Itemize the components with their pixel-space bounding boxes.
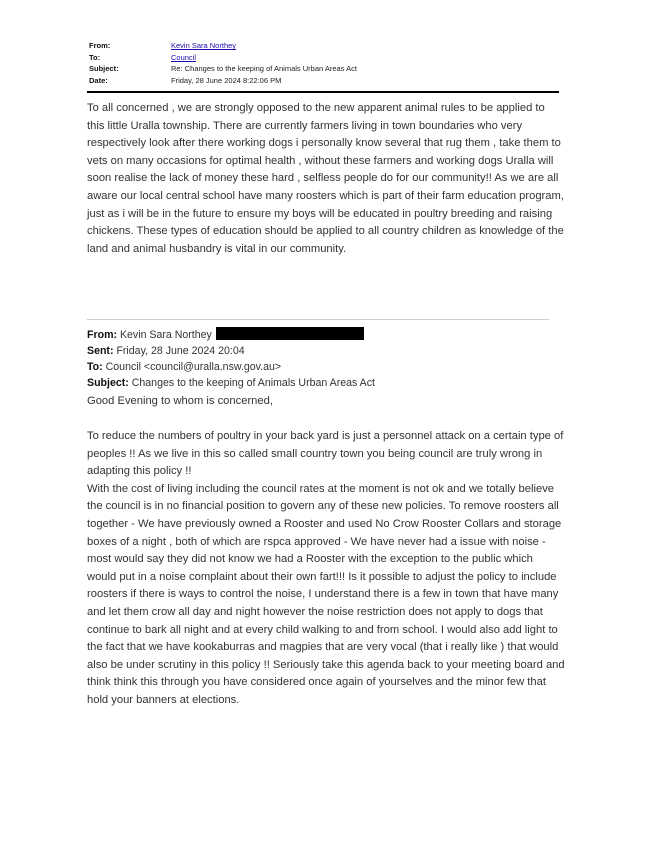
header-date-row: Date: Friday, 28 June 2024 8:22:06 PM	[89, 75, 559, 87]
original-subject-label: Subject:	[87, 377, 129, 389]
reply-body: To all concerned , we are strongly oppos…	[87, 102, 564, 255]
original-from-value: Kevin Sara Northey	[119, 329, 212, 341]
original-sent-row: Sent: Friday, 28 June 2024 20:04	[87, 343, 565, 359]
original-sent-value: Friday, 28 June 2024 20:04	[116, 345, 245, 357]
original-greeting: Good Evening to whom is concerned,	[87, 395, 273, 407]
quoted-message-divider	[87, 319, 549, 320]
header-subject-value: Re: Changes to the keeping of Animals Ur…	[171, 64, 357, 74]
original-message-header: From: Kevin Sara Northey Sent: Friday, 2…	[87, 327, 565, 391]
header-from-link[interactable]: Kevin Sara Northey	[171, 41, 237, 51]
original-subject-value: Changes to the keeping of Animals Urban …	[131, 377, 375, 389]
original-body: To reduce the numbers of poultry in your…	[87, 428, 565, 710]
original-from-row: From: Kevin Sara Northey	[87, 327, 565, 343]
header-date-label: Date:	[89, 75, 108, 85]
original-to-value: Council <council@uralla.nsw.gov.au>	[105, 361, 282, 373]
header-from-label: From:	[89, 41, 111, 51]
original-from-label: From:	[87, 329, 118, 341]
email-header: From: Kevin Sara Northey To: Council Sub…	[89, 40, 559, 86]
header-date-value: Friday, 28 June 2024 8:22:06 PM	[171, 75, 282, 85]
header-subject-label: Subject:	[89, 64, 119, 74]
header-divider	[87, 91, 559, 93]
redaction-block	[215, 327, 364, 340]
original-subject-row: Subject: Changes to the keeping of Anima…	[87, 375, 565, 391]
original-sent-label: Sent:	[87, 345, 114, 357]
original-to-label: To:	[87, 361, 103, 373]
original-paragraph-1: To reduce the numbers of poultry in your…	[87, 430, 564, 478]
header-to-row: To: Council	[89, 52, 559, 64]
header-from-row: From: Kevin Sara Northey	[89, 40, 559, 52]
header-subject-row: Subject: Re: Changes to the keeping of A…	[89, 63, 559, 75]
original-paragraph-2: With the cost of living including the co…	[87, 482, 565, 706]
header-to-label: To:	[89, 52, 101, 62]
original-to-row: To: Council <council@uralla.nsw.gov.au>	[87, 359, 565, 375]
header-to-link[interactable]: Council	[171, 52, 197, 62]
